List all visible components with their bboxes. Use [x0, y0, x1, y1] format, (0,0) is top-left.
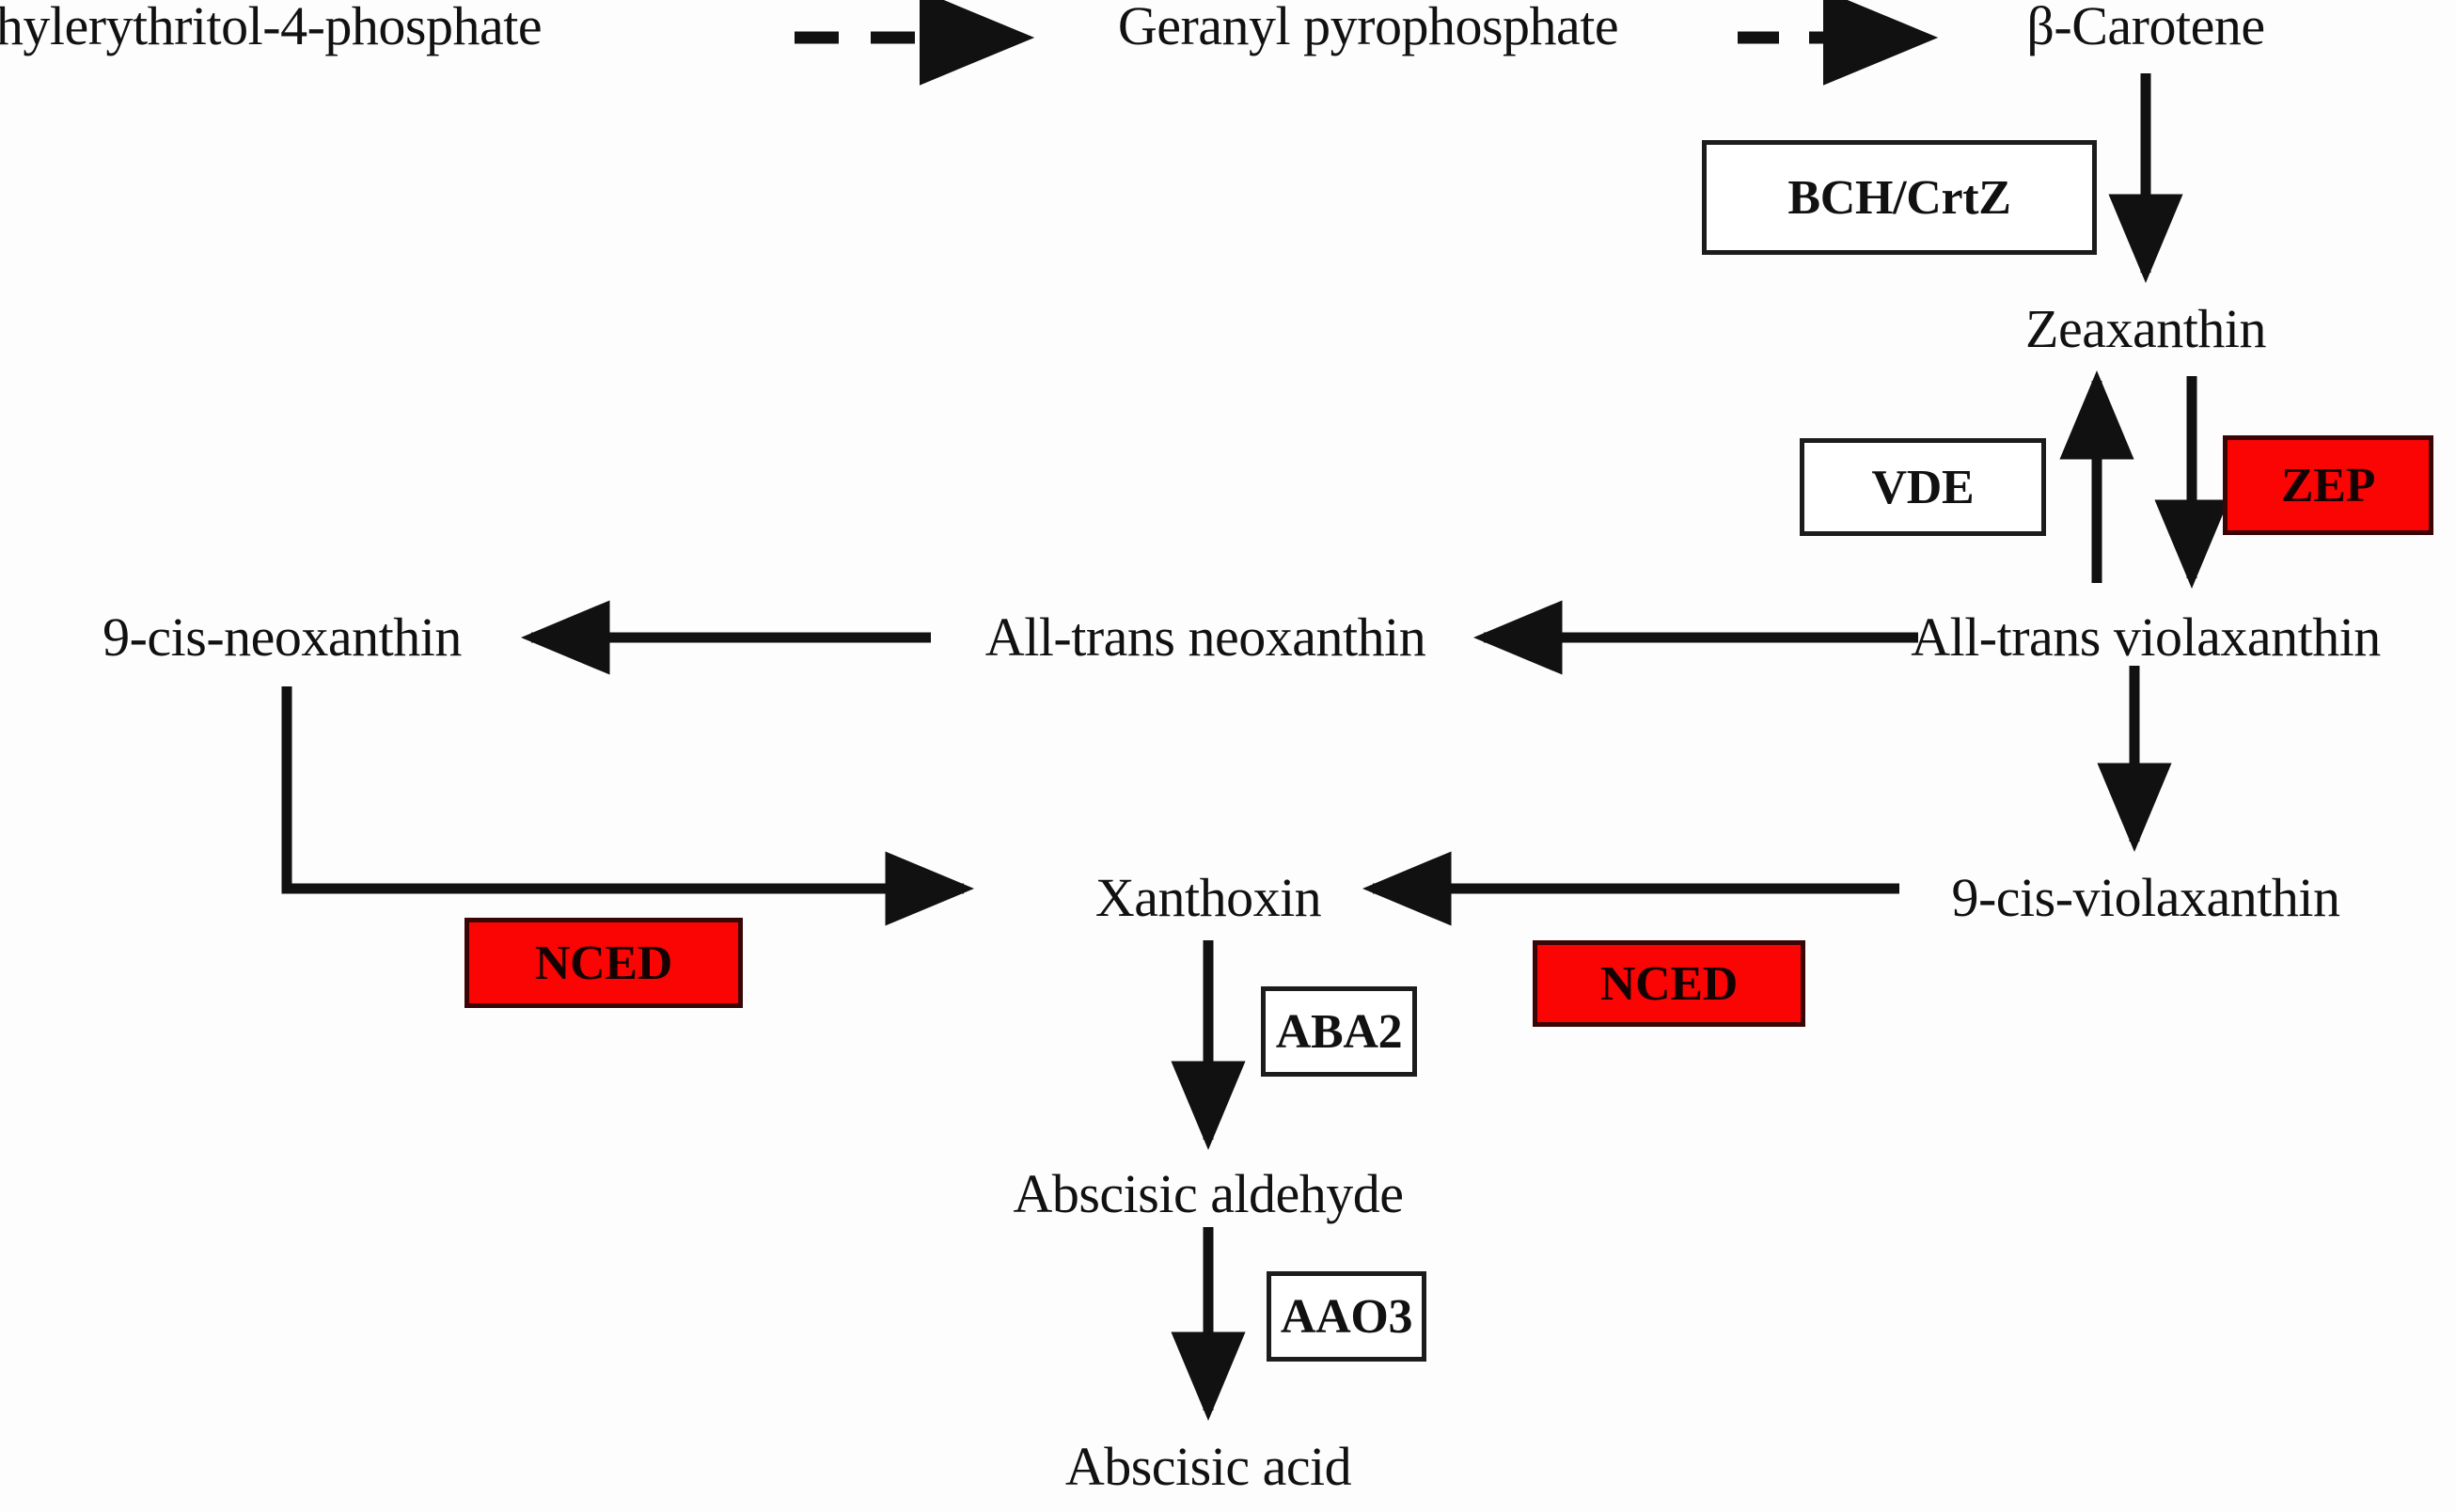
edge-cisneo-to-xanthoxin — [281, 686, 975, 926]
enzyme-box-bch-crtz: BCH/CrtZ — [1702, 140, 2097, 255]
enzyme-box-aao3: AAO3 — [1267, 1271, 1426, 1362]
node-all-trans-violaxanthin: All-trans violaxanthin — [1911, 606, 2381, 668]
node-9-cis-violaxanthin: 9-cis-violaxanthin — [1951, 867, 2340, 928]
enzyme-box-nced-right: NCED — [1533, 940, 1805, 1027]
node-9-cis-neoxanthin: 9-cis-neoxanthin — [102, 606, 462, 668]
enzyme-box-zep: ZEP — [2223, 435, 2433, 535]
node-all-trans-neoxanthin: All-trans neoxanthin — [984, 606, 1426, 668]
enzyme-box-nced-left: NCED — [464, 918, 743, 1008]
enzyme-box-aba2: ABA2 — [1261, 986, 1417, 1077]
node-zeaxanthin: Zeaxanthin — [2025, 298, 2266, 359]
node-beta-carotene: β-Carotene — [2026, 0, 2265, 56]
node-xanthoxin: Xanthoxin — [1094, 867, 1322, 928]
node-abscisic-acid: Abscisic acid — [1064, 1436, 1352, 1497]
node-methylerythritol-4-phosphate: Methylerythritol-4-phosphate — [0, 0, 543, 56]
enzyme-box-vde: VDE — [1800, 438, 2046, 536]
node-abscisic-aldehyde: Abscisic aldehyde — [1013, 1163, 1404, 1224]
node-geranyl-pyrophosphate: Geranyl pyrophosphate — [1117, 0, 1619, 56]
